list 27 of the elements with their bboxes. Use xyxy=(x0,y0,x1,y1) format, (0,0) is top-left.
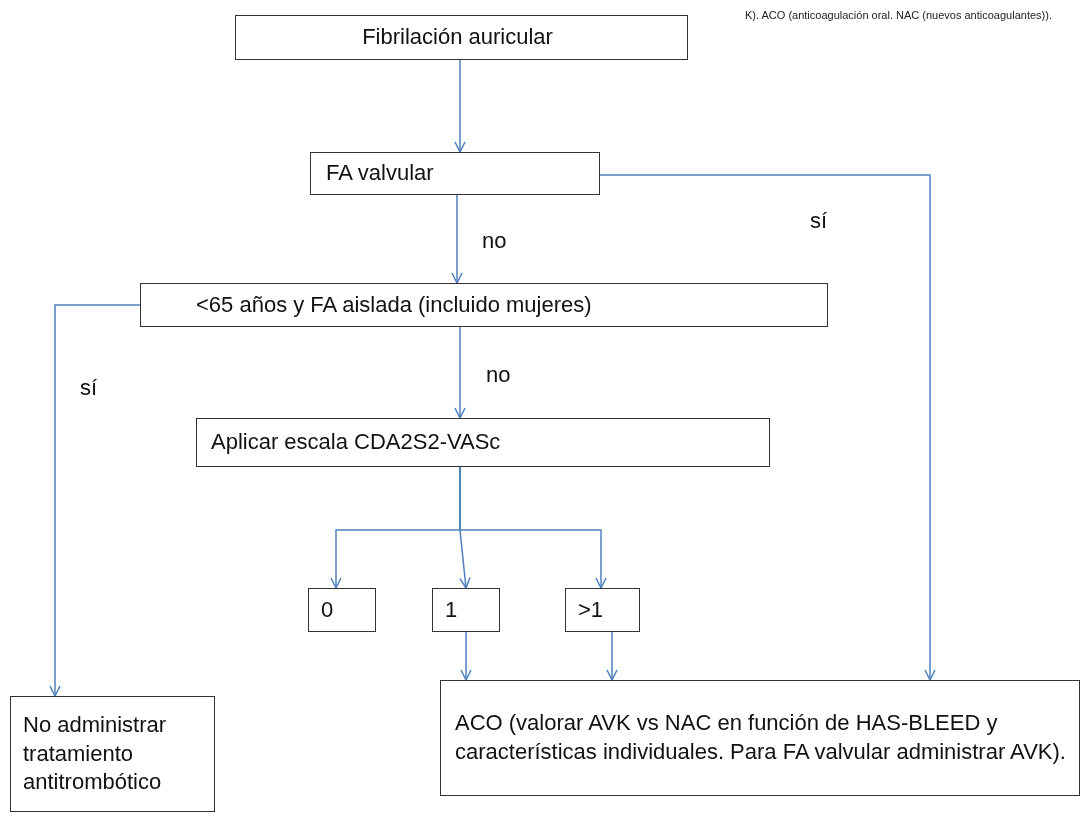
box-text: Aplicar escala CDA2S2-VASc xyxy=(211,428,501,457)
arrow xyxy=(451,194,463,284)
box-text: 1 xyxy=(445,595,458,624)
process-box xyxy=(432,588,500,632)
arrow xyxy=(454,59,466,153)
box-text: Fibrilación auricular xyxy=(362,23,553,52)
box-text: ACO (valorar AVK vs NAC en función de HAS-BLEED y características individuales. Para FA valvular administrar AVK). xyxy=(455,709,1067,766)
process-box xyxy=(565,588,640,632)
note-text: K). ACO (anticoagulación oral. NAC (nuevos anticoagulantes)). xyxy=(745,8,1053,23)
process-box xyxy=(235,15,688,60)
arrow xyxy=(454,326,466,419)
box-text: 0 xyxy=(321,595,334,624)
arrow xyxy=(606,631,618,681)
process-box xyxy=(196,418,770,467)
box-text: <65 años y FA aislada (incluido mujeres) xyxy=(196,290,592,319)
process-box xyxy=(140,283,828,327)
arrow xyxy=(599,174,936,681)
arrow xyxy=(459,466,607,589)
process-box xyxy=(440,680,1080,796)
box-text: FA valvular xyxy=(326,159,434,188)
box-text: No administrar tratamiento antitrombótico xyxy=(23,711,168,797)
box-text: >1 xyxy=(578,595,604,624)
process-box xyxy=(310,152,600,195)
process-box xyxy=(308,588,376,632)
process-box xyxy=(10,696,215,812)
arrow xyxy=(460,631,472,681)
arrow xyxy=(49,304,141,697)
